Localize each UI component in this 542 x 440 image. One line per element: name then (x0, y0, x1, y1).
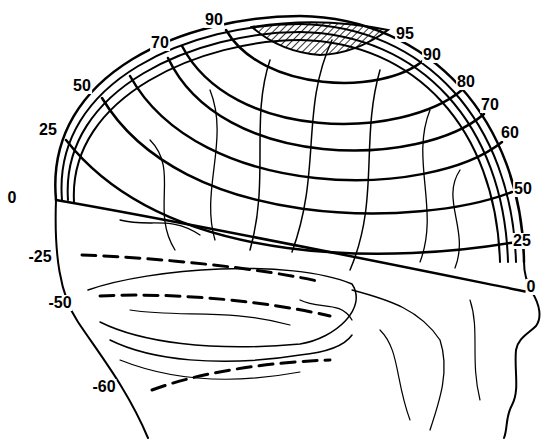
contour-value: 80 (456, 74, 476, 90)
contour-value: 70 (480, 97, 500, 113)
contour-value: -50 (47, 295, 72, 311)
contour-value: 70 (150, 35, 170, 51)
contour-value: 95 (395, 26, 415, 42)
contour-value: -25 (27, 249, 52, 265)
contour-value: 50 (513, 181, 533, 197)
contour-value: 0 (7, 190, 18, 206)
contour-value: 90 (422, 47, 442, 63)
contour-value: 25 (38, 122, 58, 138)
contour-value: 0 (526, 279, 537, 295)
contour-value: 60 (500, 125, 520, 141)
contour-value: -60 (91, 379, 116, 395)
contour-value: 50 (72, 78, 92, 94)
contour-value: 90 (204, 12, 224, 28)
contour-value: 25 (512, 233, 532, 249)
